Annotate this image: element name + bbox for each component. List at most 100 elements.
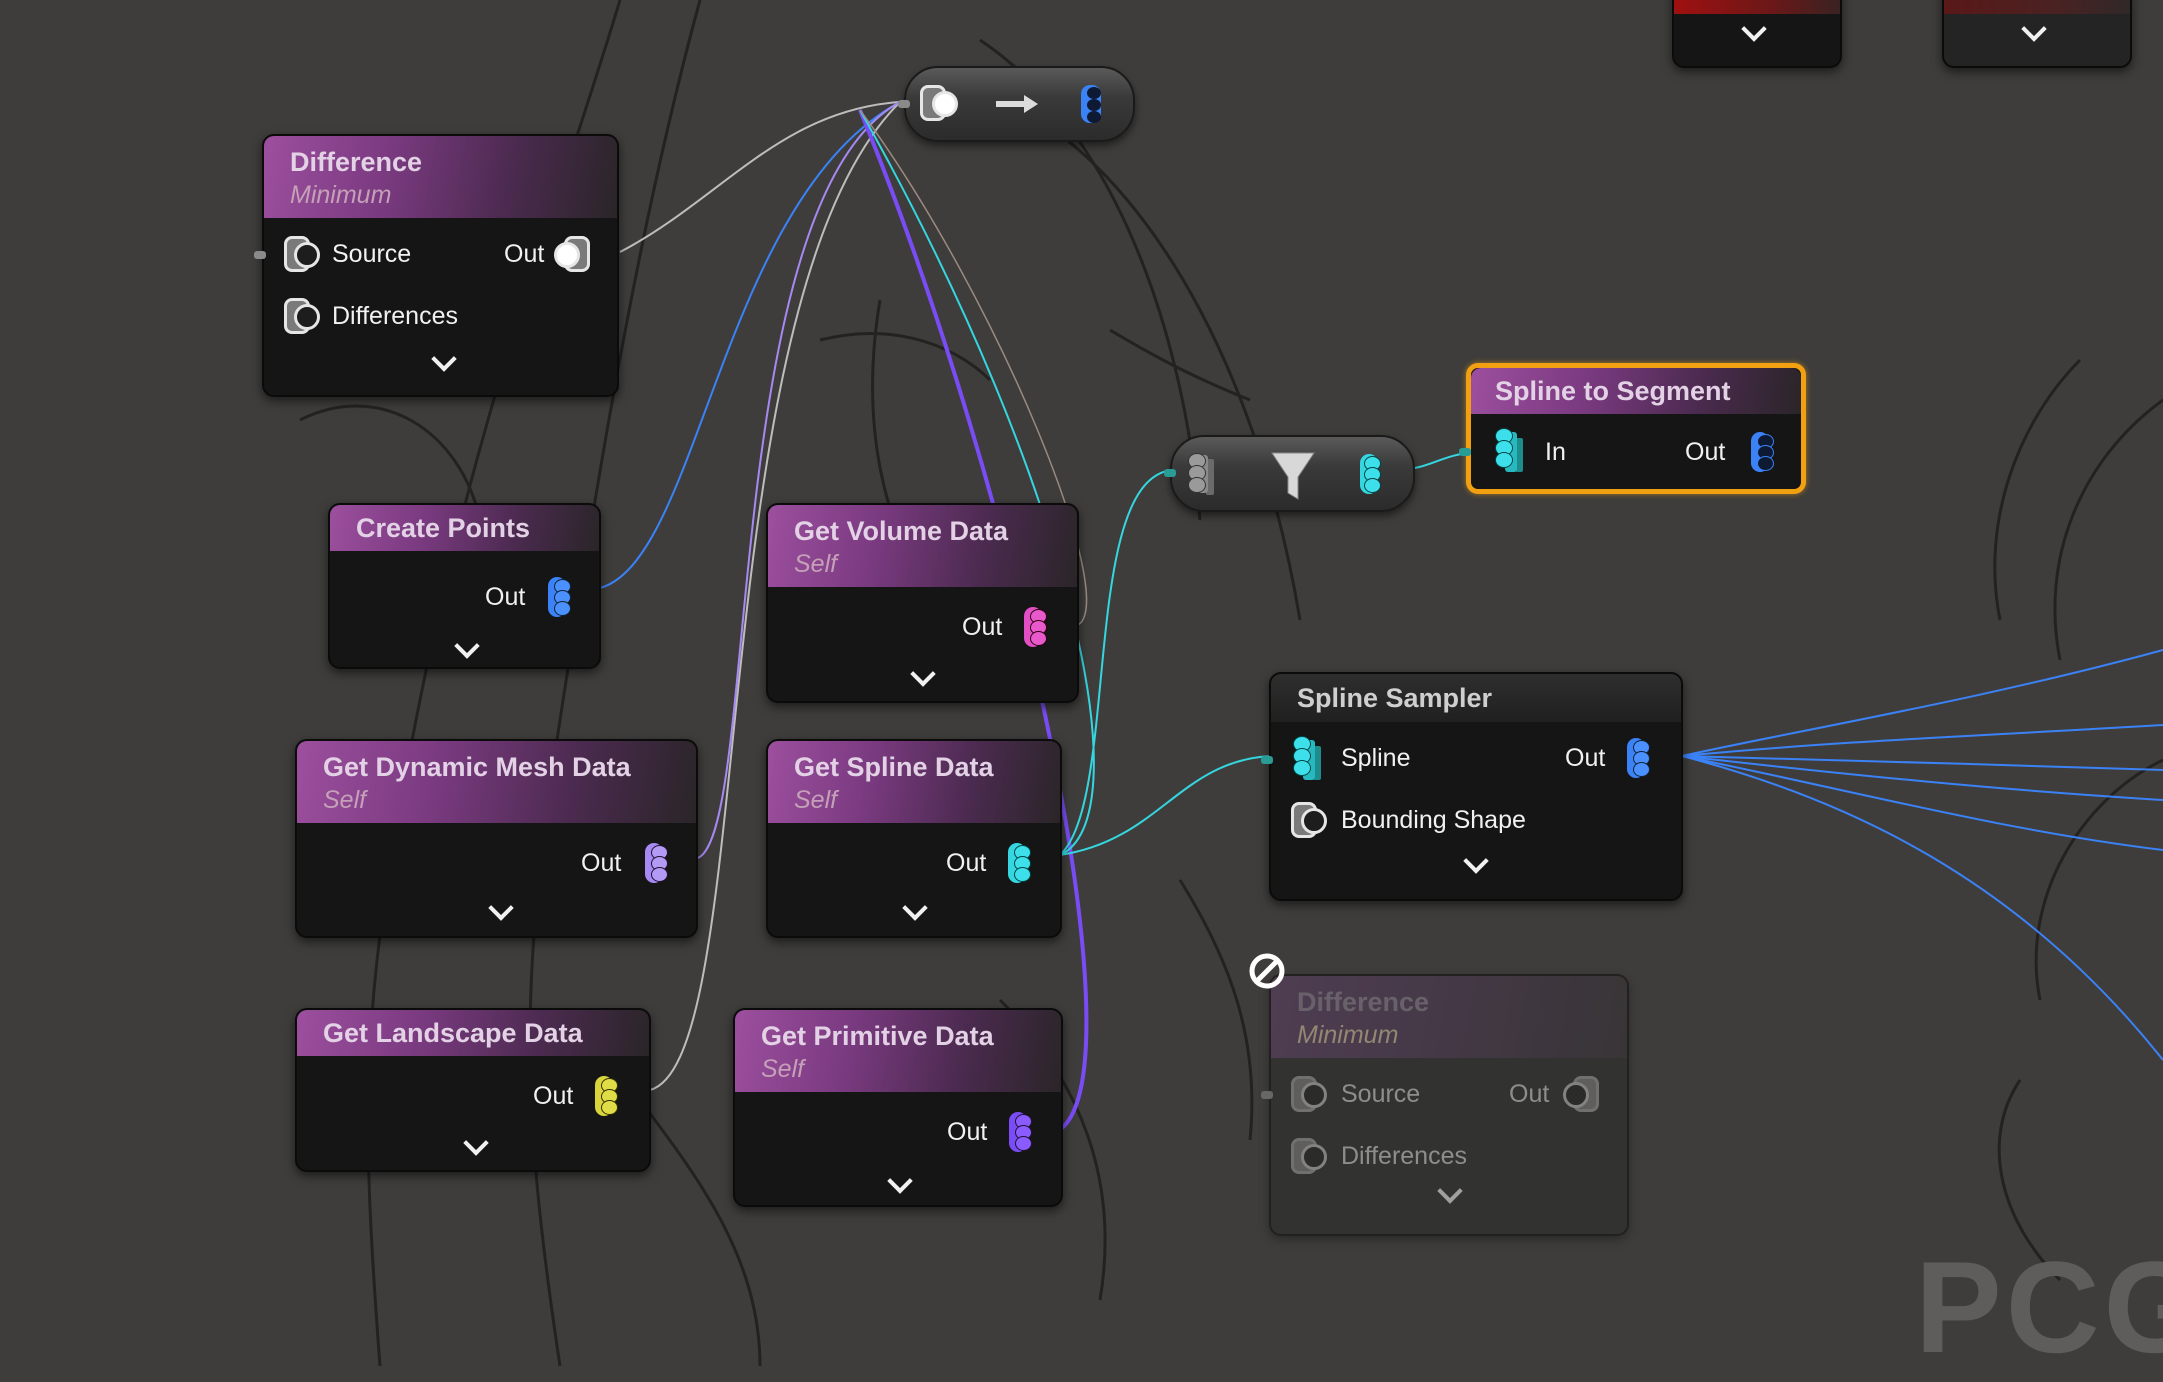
input-connector-stub[interactable] — [1261, 756, 1273, 764]
expand-chevron-icon[interactable] — [887, 1168, 913, 1194]
node-header: Difference Minimum — [1271, 976, 1627, 1058]
node-spline-sampler[interactable]: Spline Sampler Spline Out Bounding Shape — [1261, 672, 1683, 901]
wire-sampler-out-4 — [1681, 755, 2163, 801]
node-subtitle: Self — [794, 786, 838, 814]
pin-label-out: Out — [1685, 437, 1726, 466]
expand-chevron-icon[interactable] — [910, 661, 936, 687]
expand-chevron-icon[interactable] — [1741, 16, 1767, 42]
node-header: Difference Minimum — [264, 136, 617, 218]
expand-chevron-icon[interactable] — [488, 895, 514, 921]
wire-difference-to-reroute — [619, 101, 901, 253]
node-header: Get Volume Data Self — [768, 505, 1077, 587]
input-connector-stub[interactable] — [1261, 1091, 1273, 1099]
node-subtitle: Self — [761, 1055, 805, 1083]
input-connector-stub[interactable] — [1459, 448, 1471, 456]
offscreen-node-2-header — [1944, 0, 2130, 14]
out-pin-icon[interactable] — [554, 236, 590, 274]
source-pin-icon[interactable] — [1291, 1076, 1327, 1114]
node-header: Create Points — [330, 505, 599, 551]
expand-chevron-icon[interactable] — [2021, 16, 2047, 42]
primitive-data-output-pin-icon[interactable] — [1009, 1112, 1032, 1152]
pin-label-bounding-shape: Bounding Shape — [1341, 805, 1526, 834]
node-header: Spline to Segment — [1471, 368, 1801, 414]
node-title: Get Spline Data — [794, 752, 994, 782]
node-get-spline-data[interactable]: Get Spline Data Self Out — [766, 739, 1062, 938]
filter-input-pin-icon[interactable] — [1188, 453, 1218, 495]
node-title: Spline to Segment — [1495, 376, 1731, 406]
stack-dot — [1087, 111, 1101, 123]
node-title: Get Landscape Data — [323, 1018, 583, 1048]
differences-pin-icon[interactable] — [284, 298, 320, 336]
pin-label-spline: Spline — [1341, 743, 1411, 772]
expand-chevron-icon[interactable] — [431, 346, 457, 372]
expand-chevron-icon[interactable] — [1463, 848, 1489, 874]
out-pin-icon[interactable] — [1563, 1076, 1599, 1114]
node-subtitle: Self — [794, 550, 838, 578]
node-subtitle: Minimum — [1297, 1021, 1399, 1049]
input-connector-stub[interactable] — [254, 251, 266, 259]
input-connector-stub[interactable] — [1164, 469, 1176, 477]
node-get-primitive-data[interactable]: Get Primitive Data Self Out — [733, 1008, 1063, 1207]
pcg-watermark: PCG — [1915, 1234, 2163, 1380]
point-data-output-pin-icon[interactable] — [548, 577, 571, 617]
reroute-input-pin-icon[interactable] — [920, 85, 958, 123]
volume-data-output-pin-icon[interactable] — [1024, 607, 1047, 647]
node-header: Get Spline Data Self — [768, 741, 1060, 823]
pin-label-source: Source — [1341, 1079, 1421, 1108]
wire-sampler-out-1 — [1681, 649, 2163, 757]
node-header: Get Primitive Data Self — [735, 1010, 1061, 1092]
offscreen-node-1[interactable] — [1672, 0, 1842, 68]
node-title: Create Points — [356, 513, 531, 543]
pin-label-out: Out — [485, 582, 526, 611]
wire-sampler-out-3 — [1681, 755, 2163, 771]
expand-chevron-icon[interactable] — [463, 1130, 489, 1156]
expand-chevron-icon[interactable] — [902, 895, 928, 921]
landscape-data-output-pin-icon[interactable] — [595, 1076, 618, 1116]
filter-output-pin-icon[interactable] — [1360, 454, 1382, 494]
node-header: Spline Sampler — [1271, 674, 1681, 722]
node-difference[interactable]: Difference Minimum Source Out Difference… — [254, 134, 619, 397]
point-data-output-pin-icon[interactable] — [1751, 432, 1774, 472]
stack-dot — [1087, 87, 1101, 99]
spline-input-pin-icon[interactable] — [1291, 736, 1325, 782]
node-spline-to-segment[interactable]: Spline to Segment In Out — [1459, 363, 1806, 494]
pin-label-out: Out — [581, 848, 622, 877]
node-get-landscape-data[interactable]: Get Landscape Data Out — [295, 1008, 651, 1172]
bounding-shape-pin-icon[interactable] — [1291, 802, 1327, 840]
wire-sampler-out-2 — [1681, 724, 2163, 757]
dynamic-mesh-output-pin-icon[interactable] — [645, 843, 668, 883]
pin-label-out: Out — [962, 612, 1003, 641]
pin-label-out: Out — [947, 1117, 988, 1146]
node-title: Difference — [290, 147, 423, 177]
node-get-volume-data[interactable]: Get Volume Data Self Out — [766, 503, 1079, 703]
disabled-icon — [1249, 953, 1285, 989]
node-subtitle: Self — [323, 786, 367, 814]
wire-sampler-out-6 — [1681, 755, 2163, 1061]
node-title: Get Volume Data — [794, 516, 1009, 546]
differences-pin-icon[interactable] — [1291, 1138, 1327, 1176]
offscreen-node-1-header — [1674, 0, 1840, 14]
expand-chevron-icon[interactable] — [1437, 1178, 1463, 1204]
pin-label-differences: Differences — [1341, 1141, 1467, 1170]
spline-data-output-pin-icon[interactable] — [1008, 843, 1031, 883]
pin-label-out: Out — [504, 239, 545, 268]
pin-label-out: Out — [1509, 1079, 1550, 1108]
point-data-output-pin-icon[interactable] — [1627, 738, 1650, 778]
source-pin-icon[interactable] — [284, 236, 320, 274]
spline-input-pin-icon[interactable] — [1493, 428, 1527, 474]
node-create-points[interactable]: Create Points Out — [328, 503, 601, 669]
node-get-dynamic-mesh-data[interactable]: Get Dynamic Mesh Data Self Out — [295, 739, 698, 938]
node-title: Spline Sampler — [1297, 683, 1493, 713]
wire-spline-to-sampler — [1059, 755, 1273, 856]
node-reroute[interactable]: #sr1::before{background:#3b82f6;} — [898, 66, 1135, 142]
filter-funnel-icon — [1271, 452, 1315, 500]
expand-chevron-icon[interactable] — [454, 633, 480, 659]
node-header: Get Dynamic Mesh Data Self — [297, 741, 696, 823]
offscreen-node-2[interactable] — [1942, 0, 2132, 68]
pin-label-source: Source — [332, 239, 412, 268]
stack-dot — [1087, 99, 1101, 111]
node-difference-disabled[interactable]: Difference Minimum Source Out Difference… — [1261, 974, 1629, 1236]
input-connector-stub[interactable] — [898, 100, 910, 108]
node-filter[interactable] — [1164, 435, 1415, 512]
